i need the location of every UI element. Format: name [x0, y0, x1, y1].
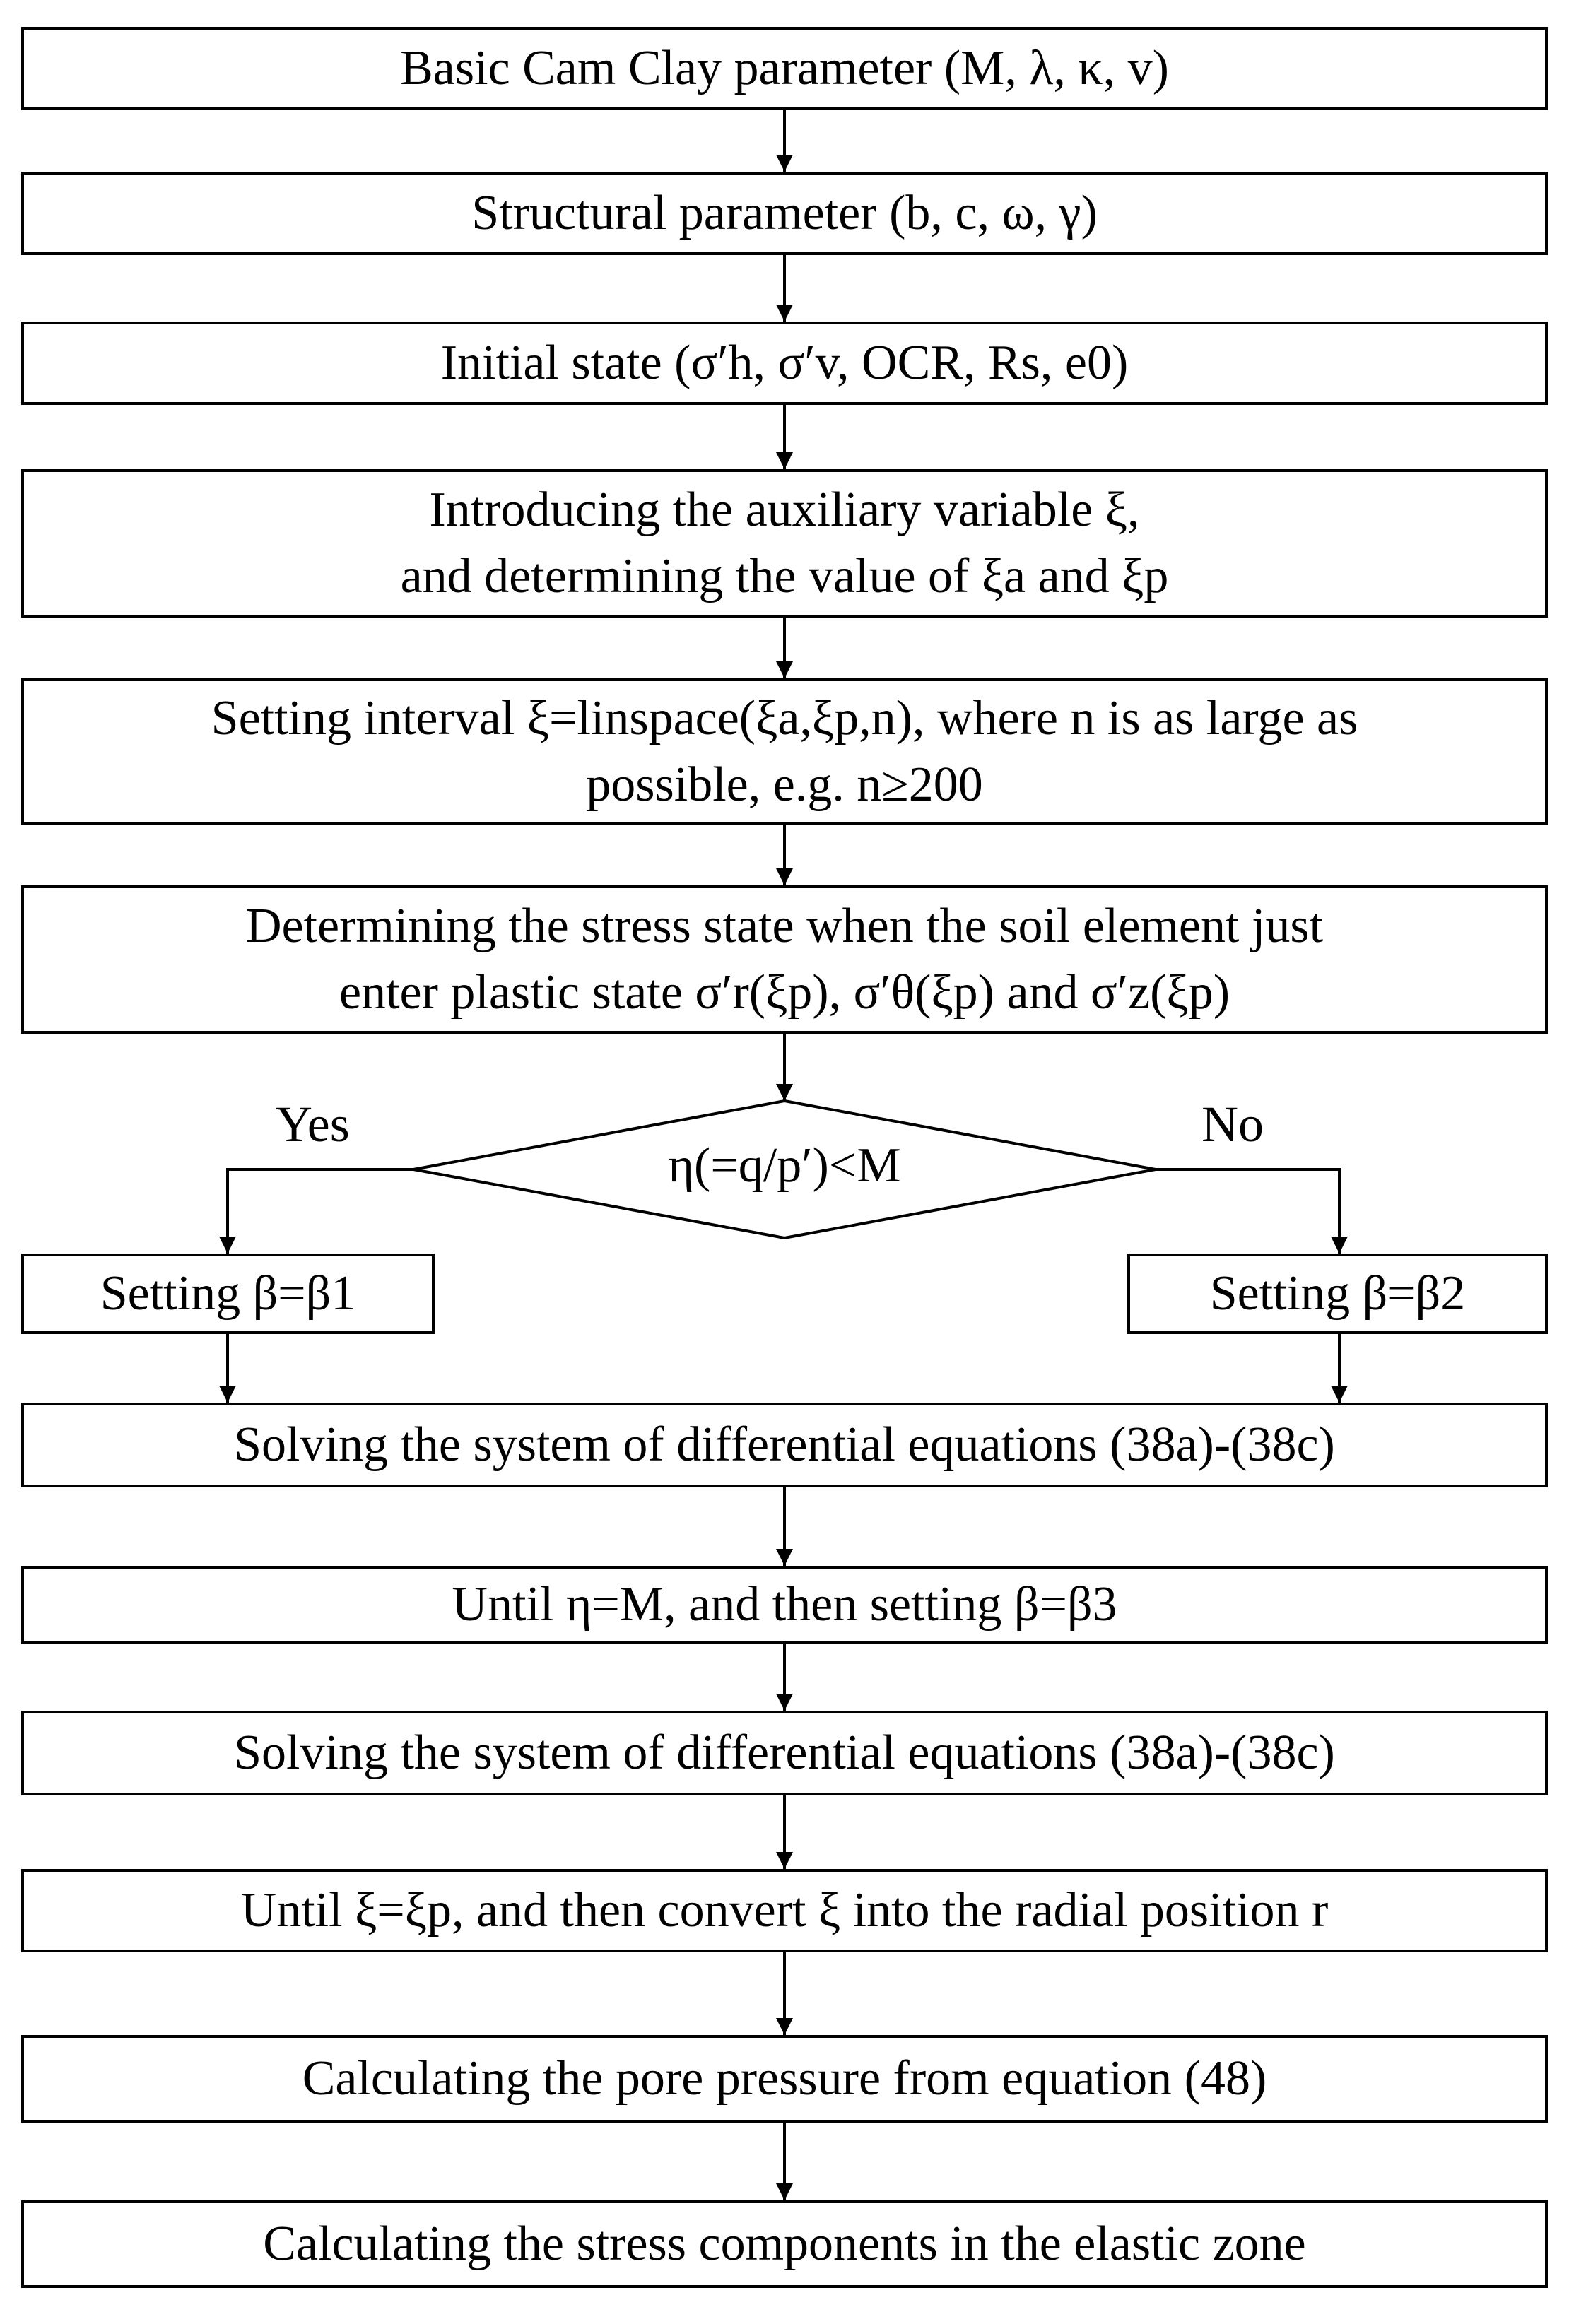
- step-text-line-2: and determining the value of ξa and ξp: [400, 549, 1169, 603]
- step-initial-state: Initial state (σ′h, σ′v, OCR, Rs, e0): [21, 322, 1548, 405]
- decision-condition: η(=q/p′)<M: [668, 1138, 901, 1193]
- yes-label: Yes: [276, 1096, 350, 1152]
- arrow-no-branch: [1156, 1168, 1348, 1254]
- step-convert-radial-position: Until ξ=ξp, and then convert ξ into the …: [21, 1869, 1548, 1952]
- step-text: Calculating the pore pressure from equat…: [302, 2051, 1267, 2106]
- step-until-eta-equals-m: Until η=M, and then setting β=β3: [21, 1566, 1548, 1644]
- step-text: Until η=M, and then setting β=β3: [452, 1577, 1117, 1632]
- step-text: Calculating the stress components in the…: [263, 2216, 1306, 2271]
- step-text: Solving the system of differential equat…: [234, 1725, 1335, 1780]
- step-solve-equations-2: Solving the system of differential equat…: [21, 1711, 1548, 1795]
- step-text: Solving the system of differential equat…: [234, 1417, 1335, 1472]
- step-text: Until ξ=ξp, and then convert ξ into the …: [240, 1882, 1329, 1937]
- step-cam-clay-parameters: Basic Cam Clay parameter (M, λ, κ, v): [21, 27, 1548, 110]
- step-text-line-1: Determining the stress state when the so…: [245, 898, 1324, 953]
- step-auxiliary-variable: Introducing the auxiliary variable ξ, an…: [21, 469, 1548, 618]
- step-initial-plastic-stress: Determining the stress state when the so…: [21, 885, 1548, 1034]
- decision-diamond: [413, 1099, 1156, 1240]
- no-label: No: [1201, 1096, 1264, 1152]
- step-text: Setting β=β1: [100, 1266, 356, 1321]
- step-text-line-1: Setting interval ξ=linspace(ξa,ξp,n), wh…: [211, 690, 1358, 745]
- step-text-line-2: possible, e.g. n≥200: [586, 757, 983, 812]
- step-text-line-2: enter plastic state σ′r(ξp), σ′θ(ξp) and…: [339, 965, 1230, 1020]
- step-solve-equations-1: Solving the system of differential equat…: [21, 1403, 1548, 1487]
- step-setting-beta-1: Setting β=β1: [21, 1254, 435, 1334]
- step-text: Initial state (σ′h, σ′v, OCR, Rs, e0): [440, 335, 1129, 390]
- step-text: Basic Cam Clay parameter (M, λ, κ, v): [400, 40, 1169, 95]
- step-text-line-1: Introducing the auxiliary variable ξ,: [429, 482, 1140, 537]
- arrow-yes-branch: [219, 1168, 413, 1254]
- step-text: Setting β=β2: [1209, 1266, 1466, 1321]
- step-setting-interval: Setting interval ξ=linspace(ξa,ξp,n), wh…: [21, 678, 1548, 825]
- step-text: Structural parameter (b, c, ω, γ): [471, 185, 1098, 240]
- step-elastic-zone-stress: Calculating the stress components in the…: [21, 2200, 1548, 2288]
- step-structural-parameters: Structural parameter (b, c, ω, γ): [21, 172, 1548, 255]
- step-pore-pressure: Calculating the pore pressure from equat…: [21, 2035, 1548, 2123]
- step-setting-beta-2: Setting β=β2: [1127, 1254, 1548, 1334]
